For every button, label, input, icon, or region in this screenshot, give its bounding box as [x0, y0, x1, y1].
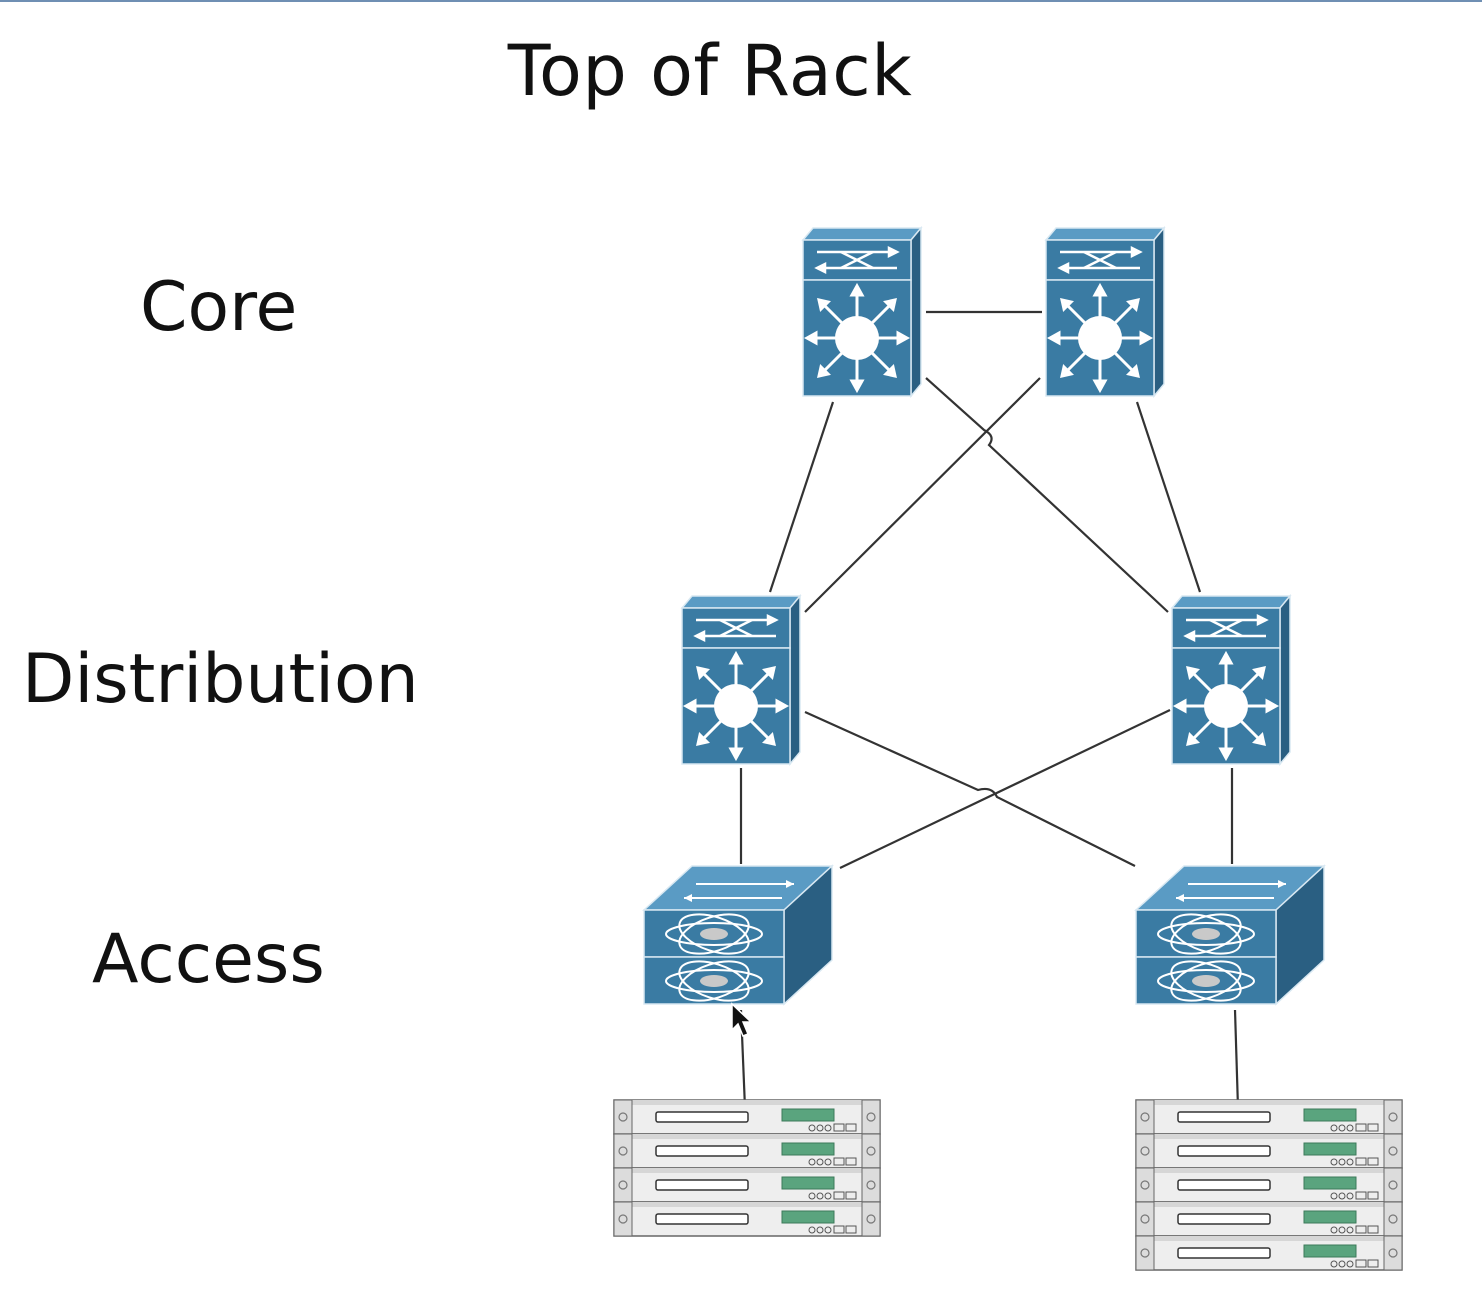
- link-core2-dist1: [804, 377, 1041, 613]
- rack-server-right-icon: [1135, 1099, 1403, 1271]
- distribution-switch-1-icon: [680, 594, 802, 766]
- core-switch-2-icon: [1044, 226, 1166, 398]
- core-switch-1-icon: [801, 226, 923, 398]
- mouse-pointer-icon: [731, 1002, 753, 1037]
- link-core1-dist1: [768, 401, 835, 593]
- access-layer-label: Access: [92, 920, 325, 999]
- core-layer-label: Core: [140, 268, 298, 347]
- distribution-switch-2-icon: [1170, 594, 1292, 766]
- link-rack2-acc2: [1233, 1009, 1240, 1109]
- page-title: Top of Rack: [507, 30, 913, 112]
- rack-server-left-icon: [613, 1099, 881, 1237]
- link-dist2-acc1: [839, 709, 1171, 869]
- distribution-layer-label: Distribution: [22, 640, 419, 719]
- window-top-border: [0, 0, 1482, 2]
- link-core1-dist2: [925, 377, 1169, 613]
- links: [739, 310, 1240, 1109]
- access-switch-1-icon: [643, 865, 833, 1010]
- access-switch-2-icon: [1135, 865, 1325, 1010]
- link-dist1-acc2: [804, 710, 1136, 867]
- link-core2-dist2: [1135, 401, 1202, 593]
